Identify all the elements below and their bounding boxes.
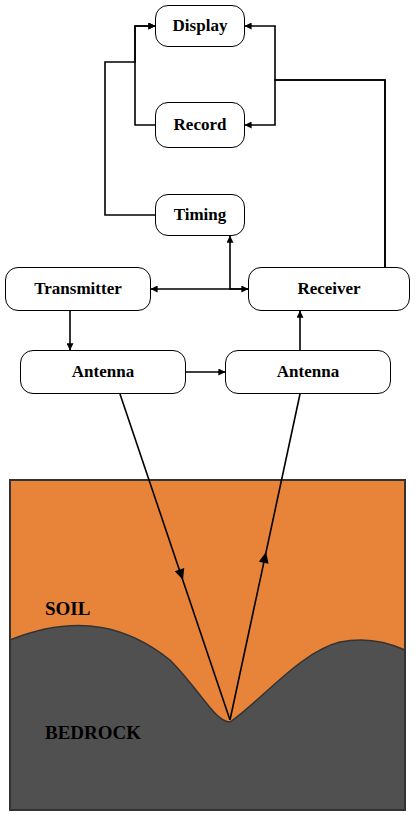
process-box: Timing — [155, 194, 245, 236]
ray-arrowhead — [175, 568, 188, 582]
box-label: Antenna — [277, 362, 339, 382]
region-label: SOIL — [45, 598, 90, 620]
signal-arrow — [105, 26, 155, 215]
ground-frame — [10, 480, 405, 810]
reflected-ray — [230, 394, 300, 720]
box-label: Timing — [174, 205, 227, 225]
process-box: Transmitter — [5, 267, 151, 311]
process-box: Display — [155, 5, 245, 47]
signal-arrow — [69, 311, 71, 350]
signal-arrow — [135, 26, 155, 125]
box-label: Receiver — [297, 279, 360, 299]
soil-layer — [10, 480, 405, 810]
signal-arrow — [245, 80, 385, 267]
process-box: Record — [155, 102, 245, 148]
process-box: Receiver — [248, 267, 410, 311]
process-box: Antenna — [20, 350, 186, 394]
signal-arrow — [245, 26, 385, 267]
region-label: BEDROCK — [45, 722, 141, 744]
signal-arrow — [299, 311, 301, 350]
process-box: Antenna — [225, 350, 391, 394]
box-label: Antenna — [72, 362, 134, 382]
signal-arrow — [186, 371, 225, 373]
box-label: Display — [173, 16, 228, 36]
incident-ray — [120, 394, 230, 720]
box-label: Record — [174, 115, 227, 135]
ray-arrowhead — [259, 551, 271, 564]
signal-arrow — [230, 236, 248, 289]
box-label: Transmitter — [34, 279, 122, 299]
